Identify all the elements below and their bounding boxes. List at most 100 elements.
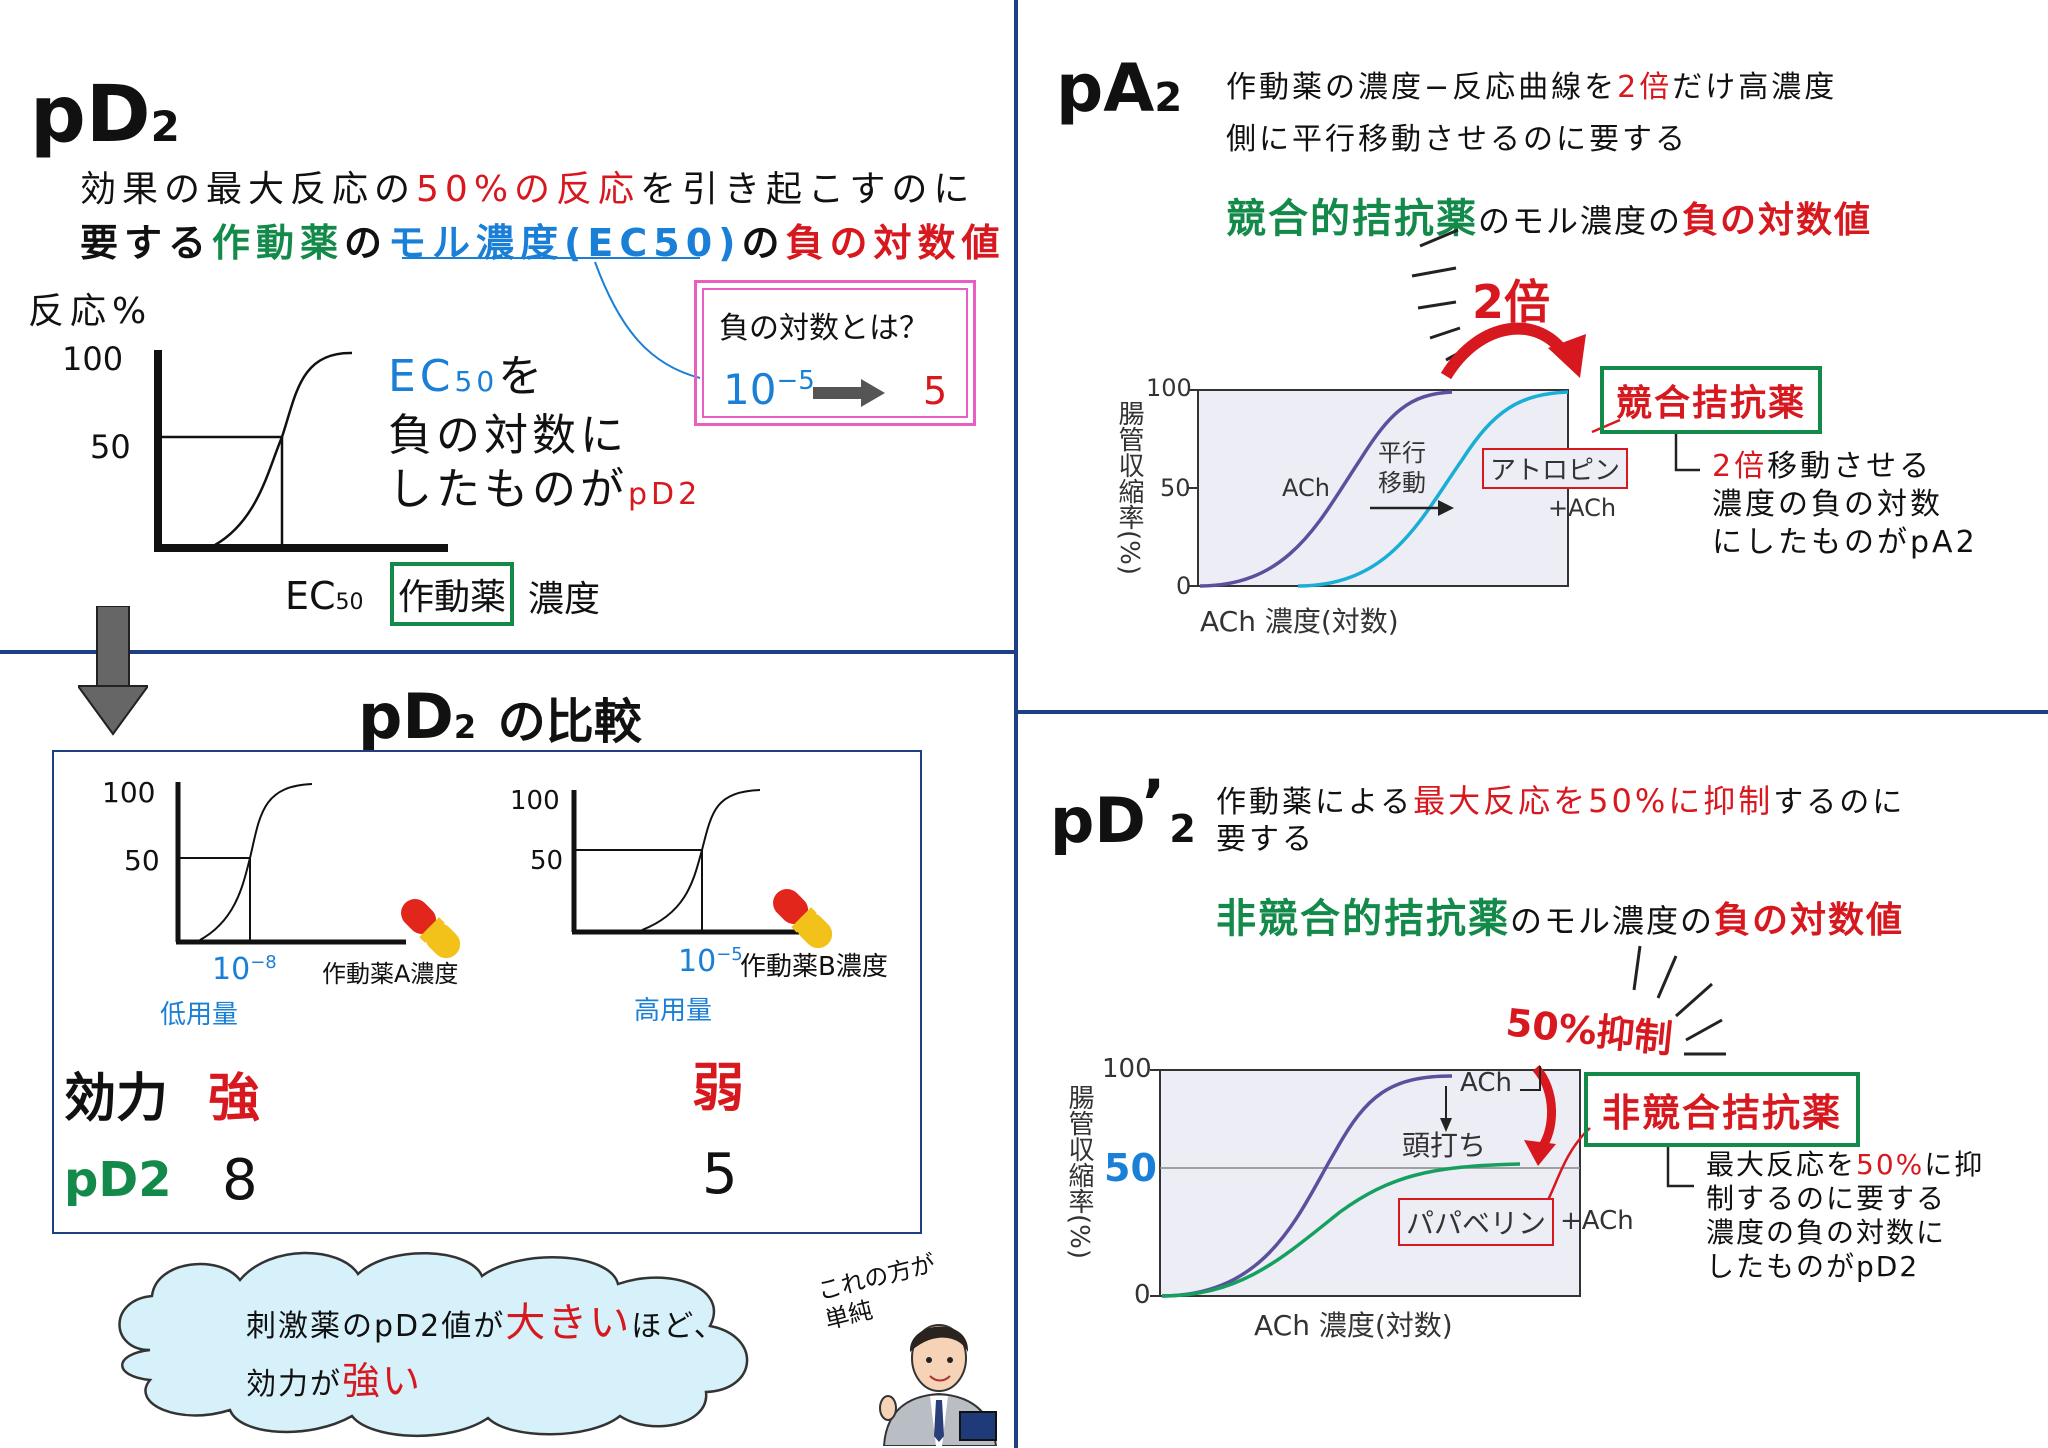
- pd2-explanation: EC50を 負の対数に したものがpD2: [388, 351, 702, 515]
- pa2-double-arrow: [1440, 322, 1572, 380]
- pd2prime-plot-area: [1159, 1069, 1581, 1297]
- pd2-row-label: pD2: [64, 1152, 172, 1208]
- definition-segment: を引き起こすのに: [640, 169, 976, 210]
- summary-cloud: [118, 1251, 749, 1438]
- pa2-antagonist-box: 競合拮抗薬: [1600, 366, 1823, 434]
- pa2-atropine-pointer: [1591, 418, 1621, 434]
- definition-segment: 効果の最大反応の: [80, 169, 417, 210]
- ec50-pointer-line: [594, 261, 701, 379]
- pd2prime-papaverine-pointer: [1546, 1127, 1591, 1201]
- pd2prime-plus-ach: +ACh: [1560, 1206, 1634, 1236]
- pd2-definition-line1: 効果の最大反応の50%の反応を引き起こすのに: [80, 160, 975, 212]
- right-concentration: 10−5: [678, 944, 743, 979]
- pa2-heading: pA2: [1056, 50, 1183, 127]
- potency-left: 強: [208, 1069, 261, 1129]
- pd2prime-definition-line2: 要する: [1216, 822, 1315, 857]
- pd2prime-xlabel: ACh 濃度(対数): [1254, 1309, 1453, 1342]
- pd2prime-heading: pD’2: [1050, 766, 1196, 857]
- right-dose: 高用量: [634, 996, 713, 1026]
- negative-log-box-title: 負の対数とは？: [719, 311, 929, 346]
- definition-segment: 作動薬: [212, 221, 345, 265]
- teacher-illustration: [879, 1324, 998, 1446]
- definition-segment: の: [741, 221, 786, 265]
- pd2prime-definition-line3: 非競合的拮抗薬のモル濃度の負の対数値: [1216, 896, 1905, 942]
- pd2prime-ach-curve: [1161, 1074, 1453, 1298]
- left-concentration: 10−8: [212, 952, 277, 987]
- pd2prime-tick-0: 0: [1134, 1280, 1151, 1310]
- pill-icon-left: [401, 899, 461, 959]
- left-dose: 低用量: [160, 1000, 239, 1030]
- comparison-graphs: [175, 782, 833, 959]
- pa2-graph: [1188, 228, 1700, 588]
- potency-label: 効力: [64, 1069, 169, 1129]
- definition-segment: 50%の反応: [416, 169, 641, 210]
- pd2prime-ach-label: ACh: [1460, 1068, 1512, 1098]
- pd2-left-value: 8: [222, 1148, 258, 1213]
- pa2-tick-0: 0: [1176, 572, 1192, 600]
- pa2-plus-ach: +ACh: [1548, 494, 1617, 522]
- pd2prime-ceiling-label: 頭打ち: [1402, 1129, 1487, 1162]
- pd2prime-ylabel: 腸管収縮率(%): [1064, 1084, 1094, 1259]
- negative-log-arrow-icon: [813, 379, 885, 407]
- pd2prime-graph: [1150, 945, 1726, 1298]
- pd2prime-papaverine-box: パパベリン: [1398, 1198, 1555, 1246]
- potency-right: 弱: [692, 1059, 745, 1119]
- pd2-curve-graph: [154, 257, 701, 552]
- pa2-ach-curve: [1199, 390, 1453, 588]
- negative-log-box: 負の対数とは？ 10−5 5: [694, 280, 976, 426]
- pd2prime-tick-50: 50: [1104, 1146, 1157, 1190]
- pa2-note: 2倍移動させる 濃度の負の対数 にしたものがpA2: [1712, 449, 1978, 560]
- definition-segment: 要する: [80, 221, 213, 265]
- right-xlabel: 作動薬B濃度: [740, 952, 888, 982]
- pd2-xaxis-ec50: EC50: [285, 574, 364, 618]
- left-sigmoid-curve: [199, 783, 313, 941]
- down-arrow-icon: [78, 606, 148, 736]
- pd2prime-ach-bracket: [1520, 1066, 1541, 1091]
- pd2prime-definition-line1: 作動薬による最大反応を50%に抑制するのに: [1216, 782, 1906, 820]
- pd2-xaxis-agonist-box: 作動薬: [390, 562, 515, 626]
- pd2-sigmoid-curve: [214, 351, 353, 547]
- right-horizontal-divider: [1016, 710, 2048, 714]
- left-xlabel: 作動薬A濃度: [322, 960, 459, 988]
- right-tick-50: 50: [530, 846, 564, 876]
- pa2-shift-label: 平行 移動: [1378, 439, 1426, 497]
- pa2-note-bracket: [1674, 434, 1700, 472]
- pd2-tick-50: 50: [90, 428, 131, 466]
- pd2-right-value: 5: [702, 1142, 738, 1207]
- pd2prime-note: 最大反応を50%に抑 制するのに要する 濃度の負の対数に したものがpD2: [1706, 1148, 1985, 1283]
- pd2prime-inhibited-curve: [1161, 1162, 1521, 1298]
- definition-segment: 負の対数値: [785, 221, 1006, 265]
- negative-log-power: 10−5: [723, 365, 815, 414]
- left-horizontal-divider: [0, 650, 1016, 654]
- comparison-title: pD2 の比較: [358, 680, 642, 753]
- pa2-tick-100: 100: [1146, 374, 1192, 402]
- pa2-xlabel: ACh 濃度(対数): [1200, 605, 1399, 638]
- negative-log-result: 5: [923, 369, 948, 413]
- pd2-tick-100: 100: [62, 340, 124, 378]
- pd2-xaxis-conc: 濃度: [528, 579, 601, 620]
- pa2-definition-line3: 競合的拮抗薬のモル濃度の負の対数値: [1226, 196, 1873, 242]
- pa2-burst-lines: [1411, 228, 1469, 362]
- pd2prime-burst-lines: [1632, 945, 1726, 1056]
- left-tick-50: 50: [124, 844, 160, 877]
- pa2-shifted-curve: [1297, 390, 1569, 588]
- pill-icon-right: [773, 889, 833, 949]
- pd2-yaxis-label: 反応%: [28, 291, 153, 332]
- right-tick-100: 100: [510, 786, 560, 816]
- pa2-double-label: 2倍: [1472, 275, 1551, 329]
- vertical-divider: [1014, 0, 1018, 1448]
- left-tick-100: 100: [102, 776, 156, 809]
- pa2-definition-line2: 側に平行移動させるのに要する: [1226, 122, 1688, 157]
- cloud-line1: 刺激薬のpD2値が大きいほど、: [246, 1300, 726, 1346]
- pd2-heading: pD2: [30, 70, 180, 160]
- pa2-ach-label: ACh: [1282, 474, 1330, 502]
- definition-segment: の: [344, 221, 389, 265]
- right-sigmoid-curve: [641, 789, 761, 931]
- pa2-definition-line1: 作動薬の濃度−反応曲線を2倍だけ高濃度: [1226, 70, 1838, 105]
- pd2prime-tick-100: 100: [1102, 1054, 1152, 1084]
- cloud-line2: 効力が強い: [246, 1359, 423, 1403]
- pa2-ylabel: 腸管収縮率(%): [1114, 400, 1144, 575]
- pa2-tick-50: 50: [1160, 474, 1191, 502]
- pd2prime-note-bracket: [1666, 1146, 1694, 1188]
- pa2-atropine-box: アトロピン: [1482, 448, 1629, 489]
